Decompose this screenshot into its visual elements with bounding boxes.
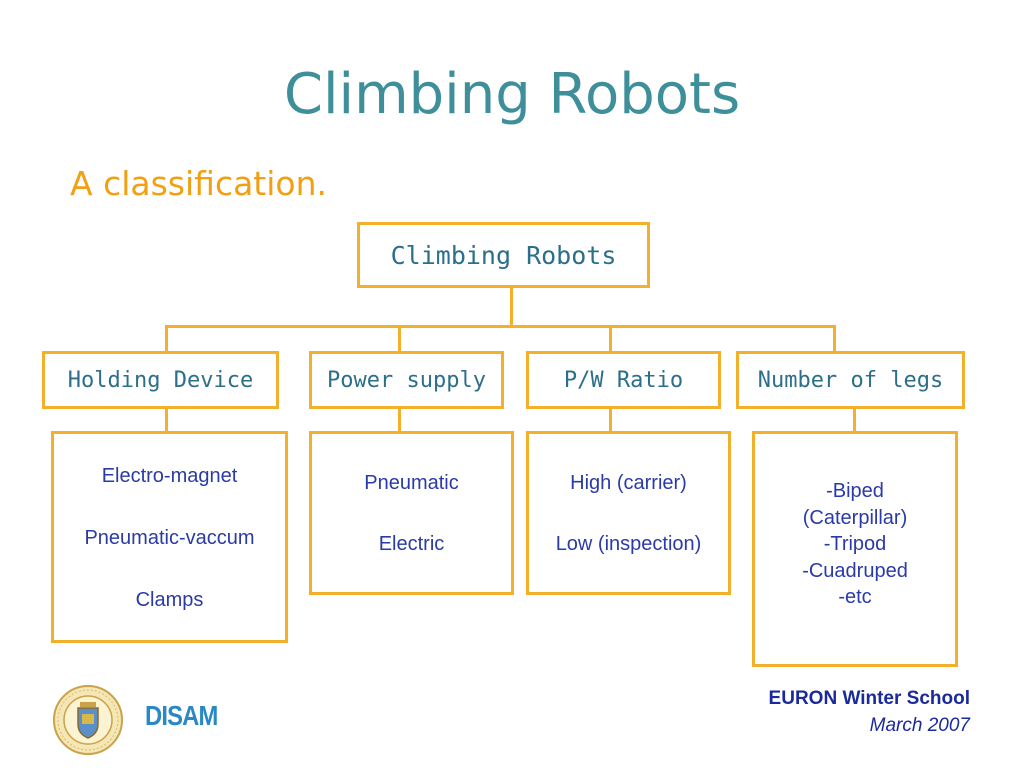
- slide-subtitle: A classification.: [70, 164, 328, 203]
- root-node: Climbing Robots: [357, 222, 650, 288]
- list-item: High (carrier): [570, 472, 687, 494]
- seal-icon: [52, 684, 124, 756]
- root-node-label: Climbing Robots: [390, 240, 617, 270]
- category-node-power-supply: Power supply: [309, 351, 504, 409]
- list-item: Clamps: [135, 589, 204, 611]
- list-item: Low (inspection): [555, 532, 702, 555]
- list-item: -etc: [838, 586, 872, 609]
- list-item: Pneumatic: [364, 472, 459, 494]
- list-item: -Biped: [826, 480, 884, 502]
- category-label: Power supply: [327, 367, 486, 393]
- slide-title: Climbing Robots: [283, 62, 741, 127]
- connector-drop-3: [609, 325, 612, 353]
- connector-horizontal: [165, 325, 836, 328]
- category-node-holding-device: Holding Device: [42, 351, 279, 409]
- category-label: Holding Device: [67, 367, 254, 393]
- event-date: March 2007: [869, 715, 970, 736]
- items-number-of-legs: -Biped (Caterpillar) -Tripod -Cuadruped …: [752, 431, 958, 667]
- connector-list-1: [165, 408, 168, 432]
- connector-list-2: [398, 408, 401, 432]
- category-node-pw-ratio: P/W Ratio: [526, 351, 721, 409]
- connector-root-down: [510, 286, 513, 327]
- connector-drop-1: [165, 325, 168, 353]
- connector-list-3: [609, 408, 612, 432]
- list-item: -Cuadruped: [802, 559, 908, 582]
- disam-logo-text: DISAM: [145, 700, 218, 731]
- connector-list-4: [853, 408, 856, 432]
- list-item: -Tripod: [823, 533, 887, 556]
- connector-drop-2: [398, 325, 401, 353]
- items-pw-ratio: High (carrier) Low (inspection): [526, 431, 731, 595]
- list-item: Pneumatic-vaccum: [84, 527, 255, 549]
- category-label: P/W Ratio: [563, 367, 684, 393]
- event-name: EURON Winter School: [768, 688, 970, 709]
- items-power-supply: Pneumatic Electric: [309, 431, 514, 595]
- category-node-number-of-legs: Number of legs: [736, 351, 965, 409]
- category-label: Number of legs: [757, 367, 944, 393]
- items-holding-device: Electro-magnet Pneumatic-vaccum Clamps: [51, 431, 288, 643]
- list-item: Electro-magnet: [101, 465, 238, 487]
- list-item: Electric: [378, 532, 445, 555]
- connector-drop-4: [833, 325, 836, 353]
- list-item: (Caterpillar): [802, 506, 908, 529]
